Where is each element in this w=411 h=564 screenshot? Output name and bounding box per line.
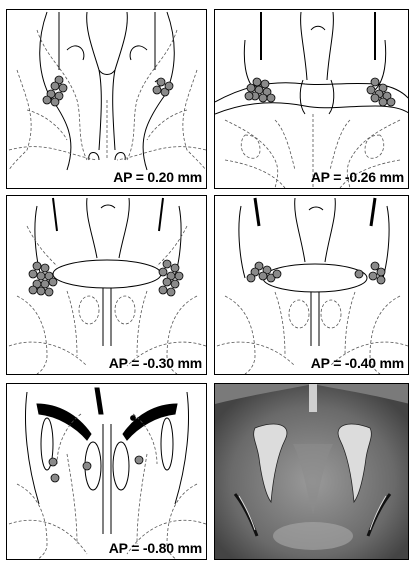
coronal-section-drawing <box>215 196 409 375</box>
atlas-panel-ap-neg0.80: AP = -0.80 mm <box>6 383 207 560</box>
histology-section-image <box>215 384 409 560</box>
coronal-section-drawing <box>7 196 207 375</box>
injection-site-markers <box>29 260 183 296</box>
injection-site-markers <box>245 78 395 106</box>
injection-site-marker <box>51 98 59 106</box>
ap-coordinate-label: AP = 0.20 mm <box>113 169 202 185</box>
coronal-section-drawing <box>7 384 207 560</box>
ap-coordinate-label: AP = -0.26 mm <box>311 169 404 185</box>
injection-site-markers <box>43 76 173 106</box>
histology-photo-panel <box>214 383 409 560</box>
injection-site-marker <box>165 82 173 90</box>
atlas-panel-ap-0.20: AP = 0.20 mm <box>6 9 207 189</box>
atlas-panel-ap-neg0.26: AP = -0.26 mm <box>214 9 409 189</box>
ap-coordinate-label: AP = -0.30 mm <box>109 355 202 371</box>
coronal-section-drawing <box>215 10 409 189</box>
injection-site-marker <box>157 78 165 86</box>
coronal-section-drawing <box>7 10 207 189</box>
injection-site-marker <box>51 82 59 90</box>
injection-site-marker <box>59 84 67 92</box>
ap-coordinate-label: AP = -0.80 mm <box>109 540 202 556</box>
ap-coordinate-label: AP = -0.40 mm <box>311 355 404 371</box>
atlas-panel-ap-neg0.40: AP = -0.40 mm <box>214 195 409 375</box>
injection-site-marker <box>43 96 51 104</box>
atlas-panel-ap-neg0.30: AP = -0.30 mm <box>6 195 207 375</box>
injection-site-marker <box>153 86 161 94</box>
